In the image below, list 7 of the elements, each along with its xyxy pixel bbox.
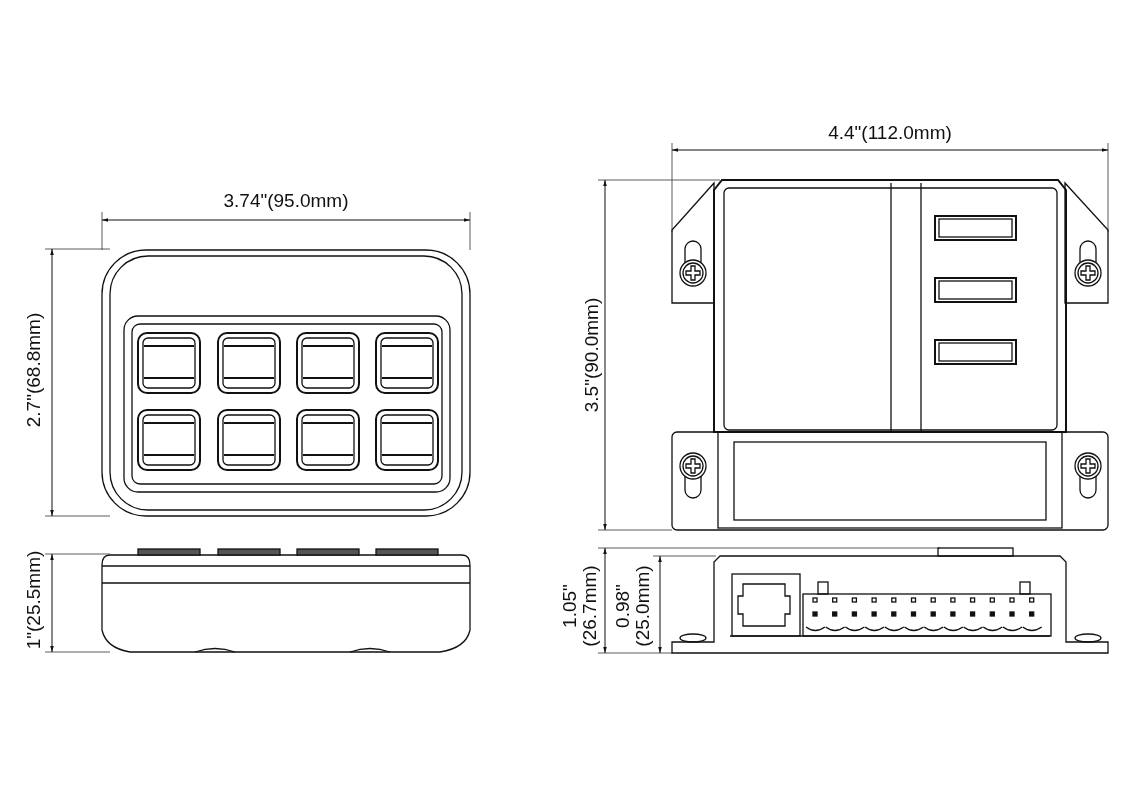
dimension-label: 2.7"(68.8mm) xyxy=(24,312,44,428)
dimension-label: 3.74"(95.0mm) xyxy=(223,191,349,211)
dimension-label: 4.4"(112.0mm) xyxy=(828,123,952,143)
dimension-label: 1"(25.5mm) xyxy=(24,550,44,650)
dimension-label: 3.5"(90.0mm) xyxy=(582,297,602,413)
dimension-label: 1.05" (26.7mm) xyxy=(560,564,600,649)
dimension-label: 0.98" (25.0mm) xyxy=(613,564,653,649)
